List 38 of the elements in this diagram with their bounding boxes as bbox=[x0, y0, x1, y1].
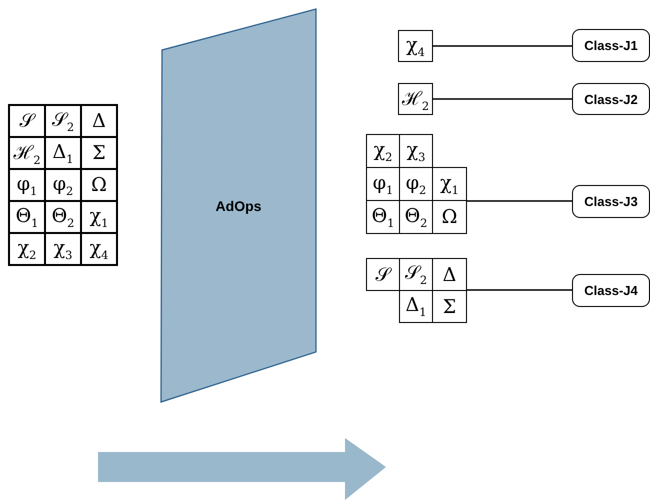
table-cell: χ$_{3}$ bbox=[45, 233, 81, 265]
symbol-cell: Ω bbox=[432, 200, 467, 234]
symbol-cell: χ$_{2}$ bbox=[366, 134, 400, 168]
symbol-cell: ℋ$_{2}$ bbox=[398, 83, 433, 115]
table-cell: Δ$_{1}$ bbox=[45, 137, 81, 169]
table-cell: φ$_{2}$ bbox=[45, 169, 81, 201]
node-label: AdOps bbox=[216, 198, 262, 214]
symbol-cell: χ$_{3}$ bbox=[399, 134, 433, 168]
symbol-cell: 𝒮 bbox=[366, 258, 400, 291]
table-cell: χ$_{4}$ bbox=[81, 233, 117, 265]
symbol-cell: Δ$_{1}$ bbox=[399, 290, 433, 323]
class-box: Class-J2 bbox=[572, 83, 650, 115]
symbol-cell: Θ$_{1}$ bbox=[366, 200, 400, 234]
table-cell: χ$_{1}$ bbox=[81, 201, 117, 233]
symbol-cell: Δ bbox=[432, 258, 467, 291]
table-cell: χ$_{2}$ bbox=[9, 233, 45, 265]
connector-line bbox=[467, 200, 572, 202]
symbol-grid bbox=[366, 258, 467, 323]
connector-line bbox=[433, 45, 572, 47]
symbol-cell: χ$_{4}$ bbox=[398, 30, 433, 62]
table-cell: Θ$_{1}$ bbox=[9, 201, 45, 233]
class-box: Class-J3 bbox=[572, 185, 650, 218]
parallelogram-node bbox=[160, 8, 317, 403]
table-cell: Σ bbox=[81, 137, 117, 169]
table-cell: ℋ$_{2}$ bbox=[9, 137, 45, 169]
table-cell: 𝒮 bbox=[9, 105, 45, 137]
table-cell: φ$_{1}$ bbox=[9, 169, 45, 201]
class-box: Class-J4 bbox=[572, 274, 650, 307]
table-cell: Θ$_{2}$ bbox=[45, 201, 81, 233]
symbol-cell: χ$_{1}$ bbox=[432, 167, 467, 201]
table-cell: 𝒮$_{2}$ bbox=[45, 105, 81, 137]
symbol-cell: Σ bbox=[432, 290, 467, 323]
connector-line bbox=[467, 289, 572, 291]
connector-line bbox=[433, 98, 572, 100]
table-cell: Δ bbox=[81, 105, 117, 137]
table-cell: Ω bbox=[81, 169, 117, 201]
symbol-grid bbox=[366, 134, 467, 234]
class-box: Class-J1 bbox=[572, 29, 650, 62]
